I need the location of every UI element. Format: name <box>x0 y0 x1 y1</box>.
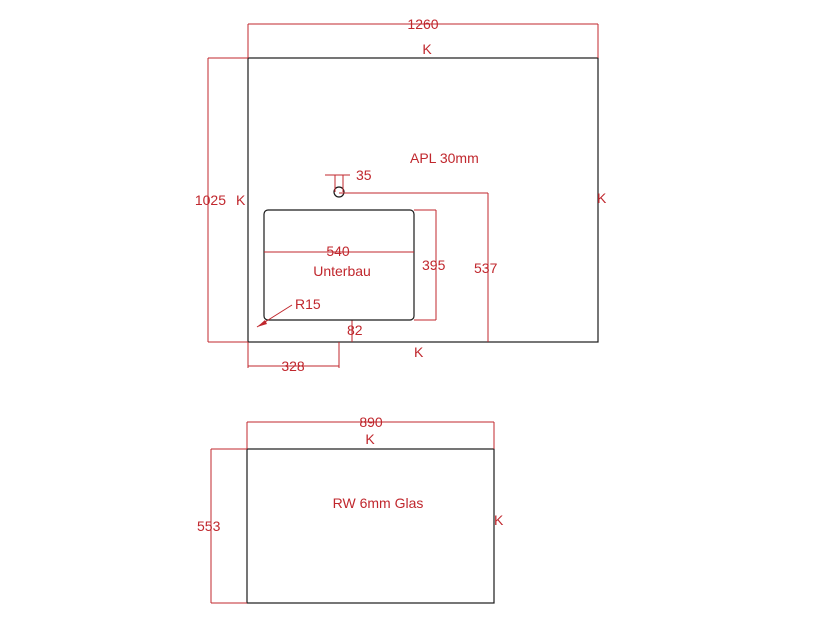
countertop-edge-right-label: K <box>597 190 607 206</box>
backsplash-height-label: 553 <box>197 518 221 534</box>
sink-width-dimension: 540 <box>264 243 414 259</box>
backsplash-material-label: RW 6mm Glas <box>333 495 424 511</box>
sink-offset-left-label: 328 <box>281 358 305 374</box>
countertop-depth-label: 1025 <box>195 192 226 208</box>
backsplash-edge-top-label: K <box>365 431 375 447</box>
sink-depth-dimension: 395 <box>414 209 446 321</box>
backsplash-height-dimension: 553 <box>197 448 247 604</box>
sink-radius-leader: R15 <box>256 296 321 328</box>
countertop-edge-bottom-label: K <box>414 344 424 360</box>
backsplash-edge-right-label: K <box>494 512 504 528</box>
backsplash: 890 K 553 K RW 6mm Glas <box>197 414 504 604</box>
countertop: 1260 K 1025 K K K APL 30mm 35 537 <box>195 16 607 374</box>
sink: 540 395 Unterbau R15 <box>256 209 446 328</box>
sink-mount-label: Unterbau <box>313 263 371 279</box>
backsplash-outline <box>246 448 495 604</box>
sink-center-depth-dimension: 537 <box>339 192 498 342</box>
sink-width-label: 540 <box>326 243 350 259</box>
sink-offset-left-dimension: 328 <box>247 342 340 374</box>
backsplash-width-label: 890 <box>359 414 383 430</box>
sink-radius-label: R15 <box>295 296 321 312</box>
countertop-width-dimension: 1260 <box>247 16 599 58</box>
countertop-outline <box>247 57 599 343</box>
sink-offset-front-label: 82 <box>347 322 363 338</box>
sink-center-depth-label: 537 <box>474 260 498 276</box>
sink-depth-label: 395 <box>422 257 446 273</box>
countertop-edge-left-label: K <box>236 192 246 208</box>
countertop-width-label: 1260 <box>407 16 438 32</box>
countertop-edge-top-label: K <box>422 41 432 57</box>
tap-hole-dimension-label: 35 <box>356 167 372 183</box>
countertop-depth-dimension: 1025 <box>195 57 248 343</box>
sink-offset-front-dimension: 82 <box>344 319 363 342</box>
tap-hole: 35 <box>325 167 372 198</box>
backsplash-width-dimension: 890 <box>246 414 495 449</box>
tap-hole-circle <box>333 186 345 198</box>
countertop-material-label: APL 30mm <box>410 150 479 166</box>
sink-outline <box>263 209 415 321</box>
